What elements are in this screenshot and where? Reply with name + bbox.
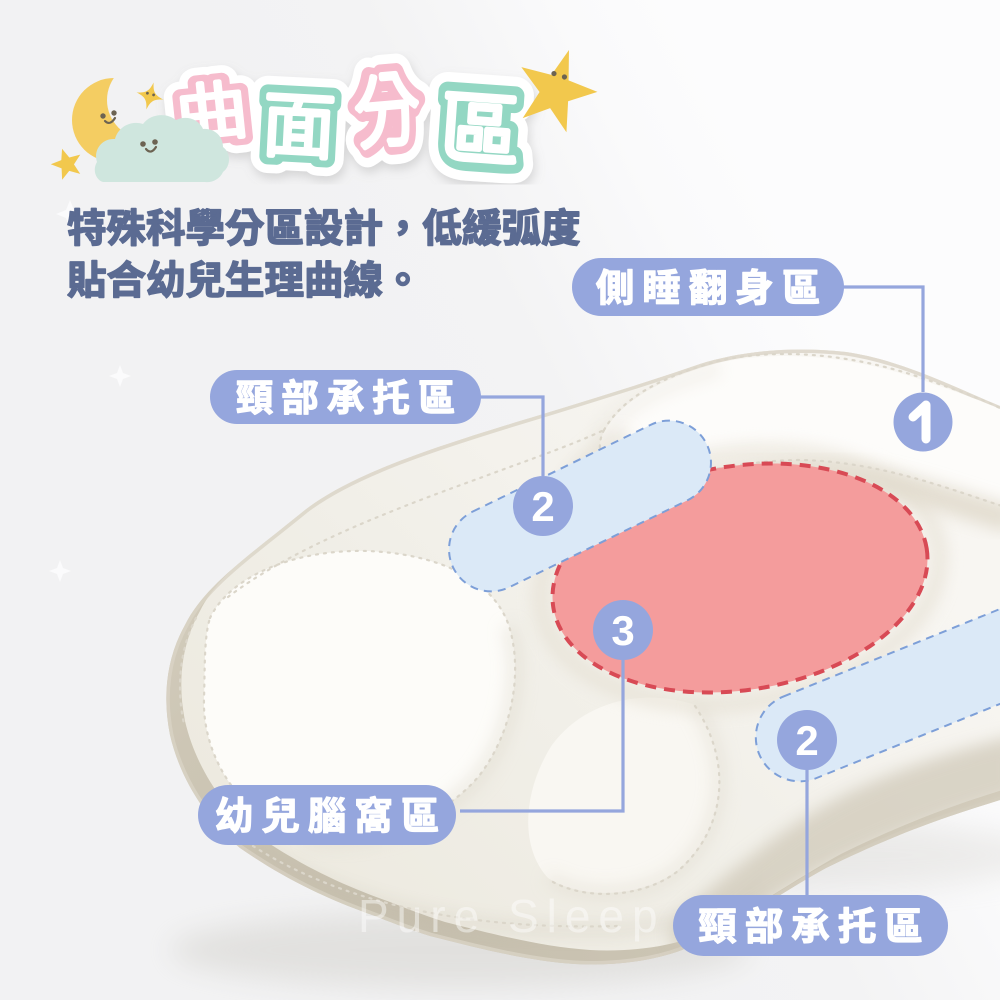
svg-text:2: 2 [795, 717, 818, 764]
svg-text:Pure Sleep: Pure Sleep [358, 890, 666, 942]
svg-text:2: 2 [531, 483, 554, 530]
svg-text:3: 3 [611, 607, 634, 654]
